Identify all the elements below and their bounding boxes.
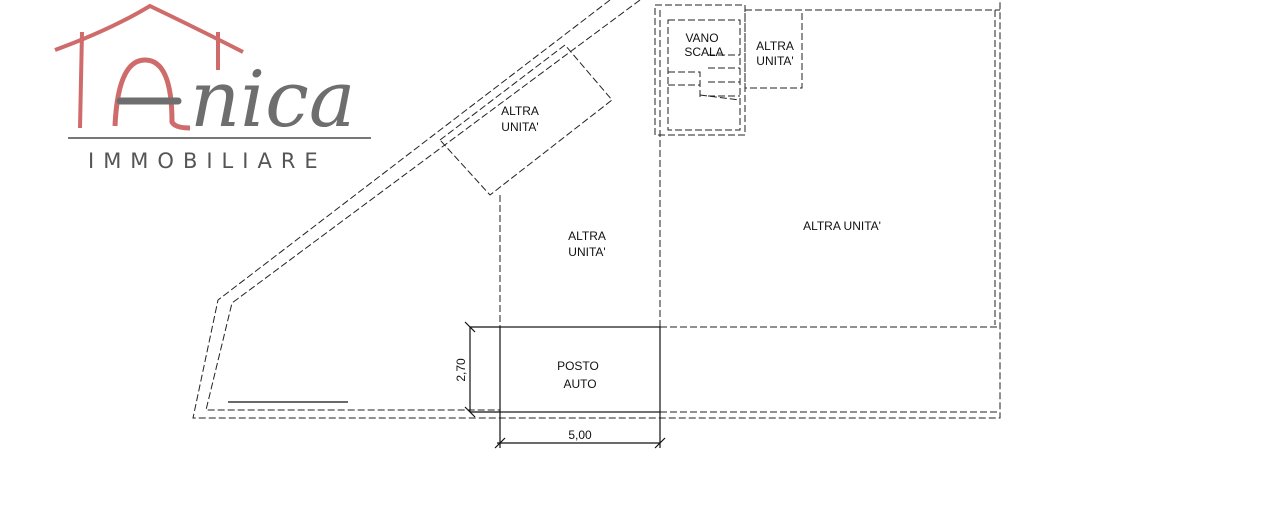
room-label: AUTO [563,377,596,391]
logo: nica IMMOBILIARE [54,3,371,173]
dimension-width: 5,00 [568,428,592,442]
room-label: ALTRA [568,229,606,243]
room-label: ALTRA [756,39,794,53]
room-label: VANO [685,31,718,45]
room-label: POSTO [557,359,599,373]
logo-a-icon [112,57,191,131]
parking-space [499,326,661,413]
dimension-lines [464,321,666,449]
logo-subtitle: IMMOBILIARE [88,149,327,173]
room-label: UNITA' [756,54,793,68]
room-label: UNITA' [568,245,605,259]
room-label: SCALA [684,45,723,59]
logo-brand: nica [190,55,355,145]
dimension-height: 2,70 [454,358,468,382]
room-label: ALTRA UNITA' [803,219,881,233]
room-label: ALTRA [501,104,539,118]
room-label: UNITA' [501,120,538,134]
